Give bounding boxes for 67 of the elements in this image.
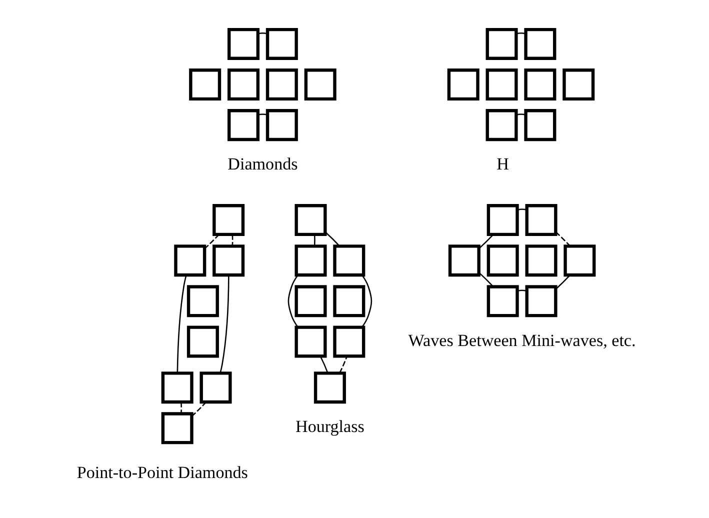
node-box (333, 244, 366, 277)
node-box (186, 326, 219, 358)
node-box (525, 244, 558, 277)
connector (478, 234, 494, 250)
node-box (294, 244, 327, 277)
node-box (266, 109, 298, 142)
node-box (524, 109, 556, 142)
node-box (524, 28, 556, 60)
connector (220, 275, 230, 373)
label: Waves Between Mini-waves, etc. (408, 330, 636, 350)
node-box (304, 68, 336, 101)
node-box (486, 28, 518, 60)
connector (516, 32, 526, 34)
node-box (294, 204, 327, 236)
node-box (486, 109, 518, 142)
label: H (496, 154, 510, 174)
connector (176, 275, 187, 373)
node-box (294, 326, 327, 358)
connector (204, 234, 220, 250)
label: Diamonds (228, 154, 298, 174)
node-box (447, 68, 480, 101)
connector (288, 274, 298, 328)
connector (192, 402, 207, 417)
connector (555, 274, 571, 290)
node-box (525, 285, 558, 318)
node-box (186, 285, 219, 318)
label: Hourglass (296, 417, 364, 436)
connector (314, 234, 316, 246)
node-box (525, 204, 558, 236)
node-box (228, 109, 260, 142)
node-box (564, 244, 596, 277)
node-box (486, 204, 519, 236)
node-box (161, 412, 194, 444)
node-box (228, 68, 260, 101)
node-box (333, 326, 366, 358)
node-box (314, 372, 346, 404)
connector (180, 402, 182, 414)
connector (517, 290, 527, 292)
connector (478, 272, 494, 287)
node-box (266, 68, 298, 101)
node-box (486, 68, 518, 101)
node-box (524, 68, 556, 101)
connector (516, 114, 526, 116)
node-box (294, 285, 327, 318)
connector (517, 208, 527, 211)
node-box (212, 204, 245, 236)
label: Point-to-Point Diamonds (76, 463, 248, 482)
connector (324, 232, 340, 246)
node-box (486, 244, 519, 277)
connector (339, 356, 348, 374)
node-box (562, 68, 595, 101)
connector (320, 356, 328, 374)
node-box (333, 285, 366, 318)
connector (258, 32, 268, 34)
node-box (200, 372, 232, 404)
connector (232, 234, 234, 246)
connector (258, 114, 268, 116)
node-box (161, 372, 194, 404)
node-box (174, 244, 206, 277)
connector (361, 274, 372, 328)
node-box (486, 285, 519, 318)
node-box (228, 28, 260, 60)
node-box (448, 244, 480, 277)
connector (555, 232, 570, 246)
node-box (189, 68, 222, 101)
node-box (266, 28, 298, 60)
node-box (212, 244, 245, 277)
